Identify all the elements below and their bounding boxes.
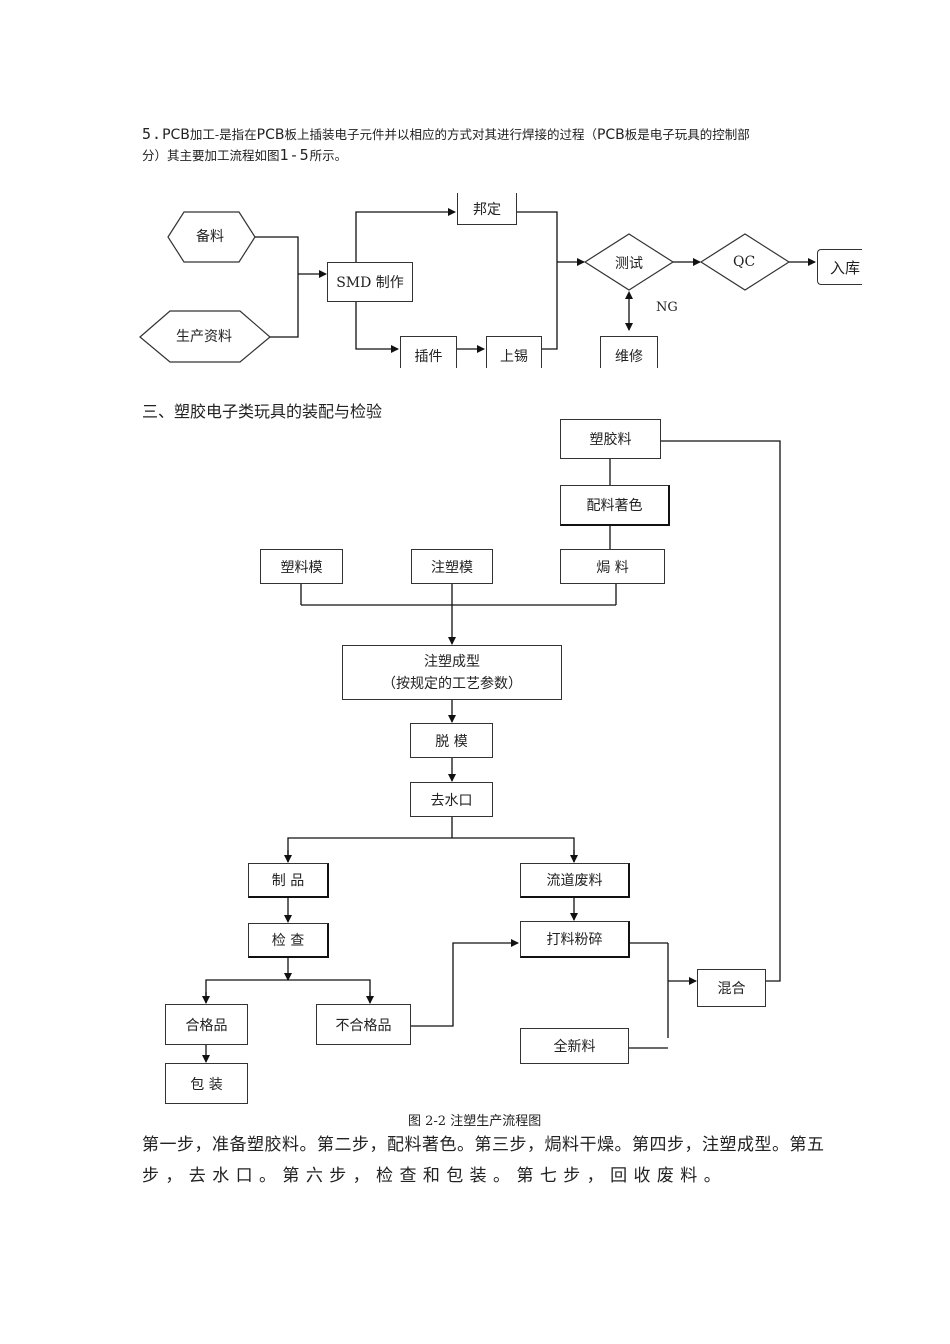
node-smd: SMD 制作	[327, 262, 413, 302]
node-hege-label: 合格品	[185, 1017, 228, 1034]
node-xinliao: 全新料	[520, 1028, 629, 1064]
intro-text-1: 加工-是指在	[189, 127, 257, 142]
intro-figure-ref: 1-5	[279, 146, 310, 164]
intro-paragraph: 5.PCB加工-是指在PCB板上插装电子元件并以相应的方式对其进行焊接的过程（P…	[142, 124, 822, 166]
intro-text-3: 板是电子玩具的控制部	[624, 127, 750, 142]
node-hunhe: 混合	[697, 969, 766, 1007]
node-ceshi-label: 测试	[615, 256, 643, 272]
body-line-1: 第一步，准备塑胶料。第二步，配料著色。第三步，焗料干燥。第四步，注塑成型。第五	[142, 1135, 825, 1155]
node-bangding-label: 邦定	[473, 202, 501, 218]
node-ruku-label: 入库	[830, 258, 861, 277]
node-chengxing-label-2: （按规定的工艺参数）	[382, 675, 522, 692]
node-chajian: 插件	[400, 336, 457, 368]
intro-text-5: 所示。	[309, 148, 348, 163]
node-buhege-label: 不合格品	[335, 1017, 392, 1034]
node-chengxing-label-1: 注塑成型	[424, 653, 480, 670]
node-dafen: 打料粉碎	[520, 921, 630, 958]
node-qc-label: QC	[733, 254, 756, 270]
node-tuomo-label: 脱 模	[435, 733, 468, 750]
node-peiliao: 配料著色	[560, 485, 670, 526]
node-shangxi-label: 上锡	[500, 349, 528, 365]
node-zhusumo: 注塑模	[411, 549, 493, 584]
node-hongliao: 焗 料	[560, 549, 665, 584]
node-shengchan-label: 生产资料	[176, 329, 232, 345]
node-chajian-label: 插件	[414, 349, 443, 365]
intro-number: 5.	[142, 125, 163, 143]
intro-pcb-3: PCB	[596, 127, 625, 143]
intro-pcb-2: PCB	[256, 127, 285, 143]
node-dafen-label: 打料粉碎	[546, 932, 603, 948]
node-beiliao-label: 备料	[196, 229, 224, 245]
ng-label: NG	[656, 300, 678, 315]
node-hongliao-label: 焗 料	[596, 559, 629, 576]
node-qushuikou-label: 去水口	[430, 792, 473, 809]
node-weixiu: 维修	[600, 336, 658, 368]
node-jiancha: 检 查	[248, 923, 329, 958]
node-xinliao-label: 全新料	[553, 1039, 596, 1055]
node-hege: 合格品	[165, 1004, 248, 1045]
intro-line-1: 5.PCB加工-是指在PCB板上插装电子元件并以相应的方式对其进行焊接的过程（P…	[142, 124, 822, 145]
node-liudao: 流道废料	[520, 863, 630, 898]
node-zhipin: 制 品	[248, 863, 329, 898]
figure-caption: 图 2-2 注塑生产流程图	[408, 1114, 542, 1129]
section-heading: 三、塑胶电子类玩具的装配与检验	[142, 402, 383, 421]
node-baozhuang-label: 包 装	[190, 1076, 223, 1093]
node-smd-label: SMD 制作	[336, 275, 404, 291]
node-hunhe-label: 混合	[717, 981, 746, 997]
pcb-diagram-crop-edge	[862, 190, 950, 310]
node-bangding: 邦定	[457, 193, 517, 225]
node-baozhuang: 包 装	[165, 1063, 248, 1104]
intro-text-4: 分）其主要加工流程如图	[142, 148, 280, 163]
body-paragraph: 第一步，准备塑胶料。第二步，配料著色。第三步，焗料干燥。第四步，注塑成型。第五 …	[142, 1130, 825, 1192]
node-zhipin-label: 制 品	[271, 873, 305, 889]
node-suliaomo-label: 塑料模	[280, 559, 323, 576]
node-tuomo: 脱 模	[410, 723, 493, 758]
intro-text-2: 板上插装电子元件并以相应的方式对其进行焊接的过程（	[284, 127, 597, 142]
node-sujiaoliao: 塑胶料	[560, 419, 661, 459]
node-sujiaoliao-label: 塑胶料	[589, 432, 632, 448]
node-buhege: 不合格品	[316, 1004, 411, 1045]
node-liudao-label: 流道废料	[546, 873, 603, 889]
node-peiliao-label: 配料著色	[586, 498, 643, 514]
body-line-2: 步 ， 去 水 口 。 第 六 步 ， 检 查 和 包 装 。 第 七 步 ， …	[142, 1166, 722, 1186]
intro-pcb-1: PCB	[162, 127, 190, 143]
node-jiancha-label: 检 查	[271, 933, 305, 949]
node-suliaomo: 塑料模	[260, 549, 343, 584]
intro-line-2: 分）其主要加工流程如图1-5所示。	[142, 145, 822, 166]
node-shangxi: 上锡	[486, 336, 542, 368]
node-chengxing: 注塑成型 （按规定的工艺参数）	[342, 645, 562, 700]
node-weixiu-label: 维修	[615, 349, 643, 365]
node-zhusumo-label: 注塑模	[431, 559, 473, 576]
node-qushuikou: 去水口	[410, 782, 493, 817]
